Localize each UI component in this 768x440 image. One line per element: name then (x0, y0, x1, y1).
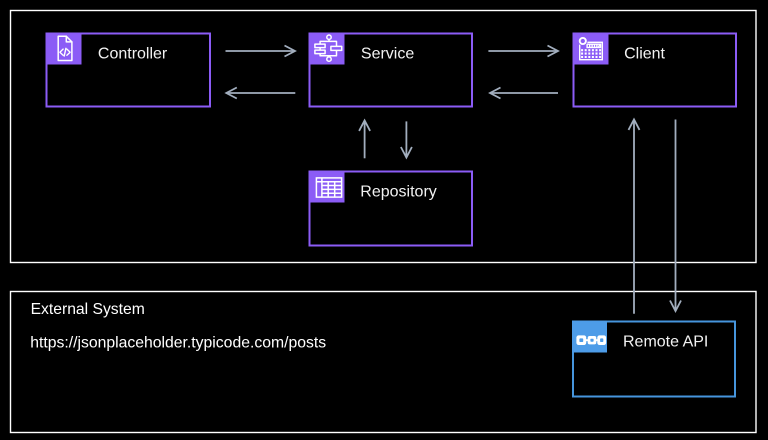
svg-text:https://jsonplaceholder.typico: https://jsonplaceholder.typicode.com/pos… (30, 335, 326, 352)
svg-text:Client: Client (624, 45, 665, 62)
svg-text:Service: Service (361, 45, 414, 62)
svg-text:Remote API: Remote API (623, 334, 708, 351)
svg-text:External System: External System (31, 301, 145, 318)
svg-text:Repository: Repository (360, 183, 436, 200)
svg-text:Controller: Controller (98, 45, 168, 62)
